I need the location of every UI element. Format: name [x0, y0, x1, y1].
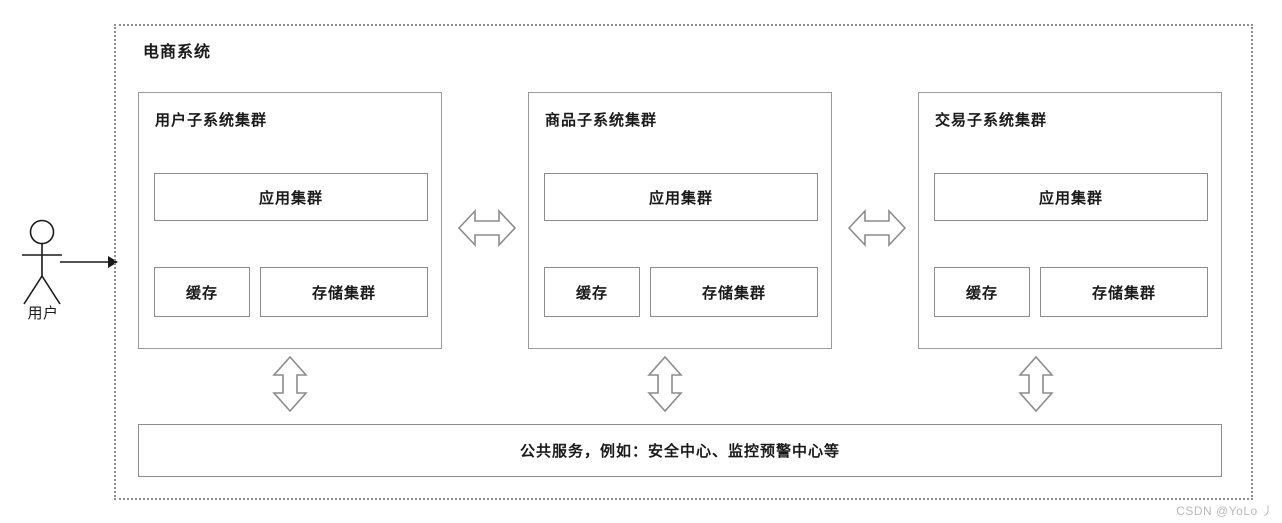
app-cluster-box[interactable]: 应用集群	[934, 173, 1208, 221]
actor-label: 用户	[27, 305, 59, 322]
storage-cluster-box[interactable]: 存储集群	[650, 267, 818, 317]
subsystem-title: 商品子系统集群	[545, 112, 658, 129]
arrow-right-icon	[60, 252, 118, 272]
app-cluster-box[interactable]: 应用集群	[154, 173, 428, 221]
cache-box[interactable]: 缓存	[934, 267, 1030, 317]
double-arrow-vertical-icon	[270, 356, 310, 412]
double-arrow-horizontal-icon	[848, 202, 906, 254]
common-services-box[interactable]: 公共服务，例如：安全中心、监控预警中心等	[138, 424, 1222, 477]
system-boundary	[114, 24, 1253, 500]
subsystem-title: 交易子系统集群	[935, 112, 1048, 129]
cache-box[interactable]: 缓存	[154, 267, 250, 317]
page-title: 电商系统	[143, 44, 212, 61]
subsystem-box[interactable]: 用户子系统集群 应用集群 缓存 存储集群	[138, 92, 442, 349]
subsystem-box[interactable]: 商品子系统集群 应用集群 缓存 存储集群	[528, 92, 832, 349]
storage-cluster-box[interactable]: 存储集群	[1040, 267, 1208, 317]
app-cluster-box[interactable]: 应用集群	[544, 173, 818, 221]
storage-cluster-box[interactable]: 存储集群	[260, 267, 428, 317]
stick-figure-icon	[14, 218, 70, 310]
double-arrow-vertical-icon	[645, 356, 685, 412]
subsystem-box[interactable]: 交易子系统集群 应用集群 缓存 存储集群	[918, 92, 1222, 349]
cache-box[interactable]: 缓存	[544, 267, 640, 317]
watermark: CSDN @YoLo 丿	[1176, 504, 1274, 518]
double-arrow-horizontal-icon	[458, 202, 516, 254]
subsystem-title: 用户子系统集群	[155, 112, 268, 129]
double-arrow-vertical-icon	[1016, 356, 1056, 412]
